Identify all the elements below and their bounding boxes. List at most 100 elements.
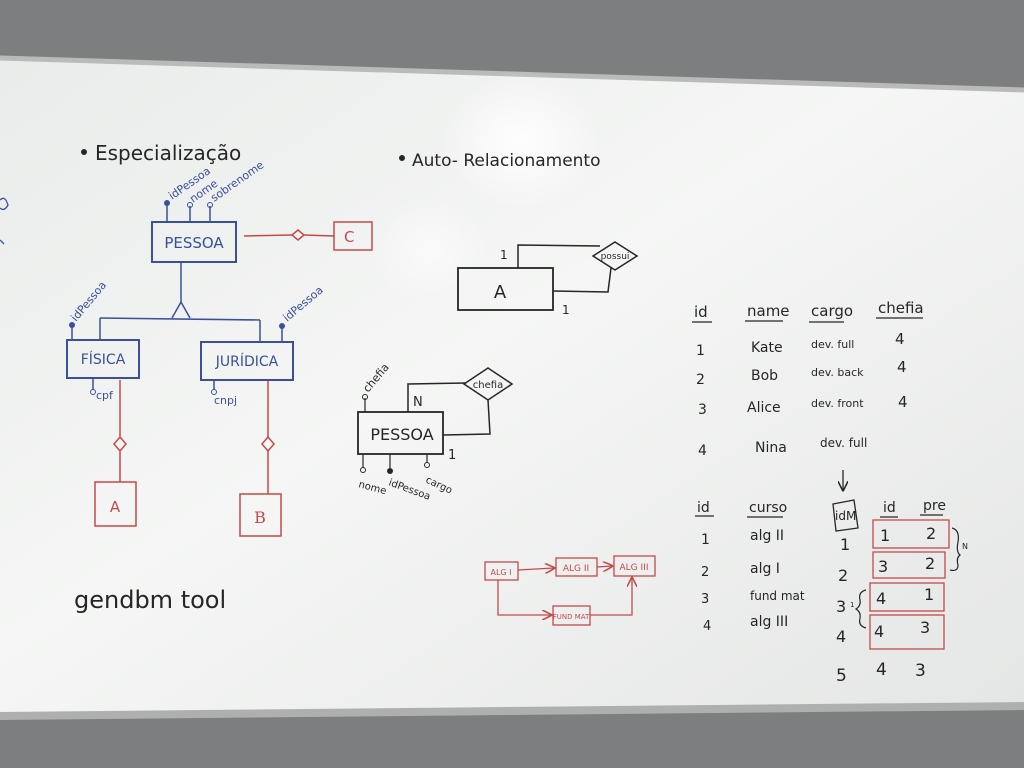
t2-cell: 2 [701,565,709,580]
c-entity-label: C [344,228,354,246]
self-rel-line [407,382,467,412]
flow-arrow [517,568,554,570]
spec-arrow [171,300,191,319]
t1-cell: dev. full [820,436,867,450]
a-entity-box [94,481,137,527]
self-relationship-diagram: Auto- Relacionamento A possui 1 1 PESSOA… [357,151,656,626]
specialization-heading: Especialização [95,141,241,165]
t1-header-name: name [747,302,790,320]
c-entity-box [333,221,373,251]
flow-node-alg1 [484,561,519,581]
row-highlight [872,551,946,579]
t2-header-curso: curso [749,500,787,516]
t3-cell: 3 [915,661,926,681]
t3-mark-n: N [962,542,968,551]
t1-header-cargo: cargo [811,302,853,320]
attr-dot [90,389,96,395]
juridica-attr-cnpj: cnpj [214,394,237,407]
flow-arrow [596,566,612,567]
b-entity-box [239,493,282,537]
relation-line [243,234,293,237]
t2-cell: 1 [701,532,710,548]
flow-arrow [590,578,632,616]
card-a-bottom: 1 [562,303,570,317]
card-a-top: 1 [500,248,508,262]
fisica-attr-cpf: cpf [96,389,114,402]
t1-cell: 1 [696,343,705,359]
attr-dot [387,468,393,474]
idm-box [832,499,859,532]
t3-cell: 3 [920,618,930,637]
juridica-entity-box [200,341,294,381]
bullet [81,149,87,155]
a-entity-label: A [110,498,121,516]
t3-cell: 1 [840,535,850,554]
t3-cell: 2 [926,524,936,543]
b-entity-label: B [254,508,266,527]
t1-cell: dev. back [811,366,864,379]
n-brace [949,527,961,572]
t1-cell: Kate [751,340,783,356]
t3-mark-1: 1 [850,601,854,609]
attr-dot [69,322,75,328]
t1-cell: Bob [751,368,778,384]
t2-cell: alg II [750,528,784,544]
attr-dot [362,394,368,400]
t1-header-chefia: chefia [878,299,924,317]
t3-cell: 3 [836,597,846,616]
chefia-label: chefia [473,380,503,391]
t3-cell: 2 [925,554,935,573]
attr-dot [279,323,285,329]
flow-node-alg3 [613,555,656,577]
prerequisite-table: idM id pre 1 1 2 2 3 2 3 4 1 4 4 3 5 4 3… [832,498,968,686]
light-glare-2 [370,195,490,305]
fisica-entity-box [66,339,140,379]
t3-cell: 4 [874,622,884,641]
chefia-diamond [462,367,514,401]
t1-cell: 4 [895,330,905,348]
juridica-entity-label: JURÍDICA [215,353,279,370]
t1-cell: Alice [747,400,781,416]
t3-cell: 1 [924,585,934,604]
t3-header-pre: pre [923,498,946,514]
t2-cell: alg III [750,614,788,630]
t3-label: idM [835,509,856,523]
board-tray [0,702,1024,720]
t3-header-id: id [883,500,896,516]
possui-label: possui [601,252,630,262]
t1-header-id: id [694,303,708,321]
row-highlight [869,614,945,650]
course-table: id curso 1 alg II 2 alg I 3 fund mat 4 a… [695,500,805,634]
spec-bar [99,317,261,321]
t1-cell: 4 [698,443,707,459]
t3-cell: 1 [880,526,890,545]
flow-node-fundmat-label: FUND MAT [553,613,590,621]
self-rel-line [552,267,612,293]
t2-cell: 3 [701,592,709,607]
t2-cell: fund mat [750,589,805,603]
t1-cell: dev. front [811,397,864,410]
relation-line [303,234,335,237]
t1-cell: Nina [755,440,787,456]
row-highlight [869,582,945,612]
attr-dot [424,462,430,468]
flow-node-alg1-label: ALG I [490,568,511,577]
one-brace [854,589,867,629]
t2-header-id: id [697,500,710,516]
self-relationship-heading: Auto- Relacionamento [412,151,601,171]
entity-a-box [457,267,554,311]
t2-cell: 4 [703,619,711,634]
attr-dot [187,202,193,208]
t1-cell: dev. full [811,338,854,351]
attr-dot [211,389,217,395]
card-n: N [413,395,423,410]
t1-cell: 4 [898,393,908,411]
entity-pessoa-label: PESSOA [370,425,433,444]
t1-cell: 2 [696,372,705,388]
edge-scribble [0,239,5,245]
card-1: 1 [448,448,456,463]
bullet [399,155,405,161]
attr-dot [164,200,170,206]
row-highlight [872,519,950,549]
